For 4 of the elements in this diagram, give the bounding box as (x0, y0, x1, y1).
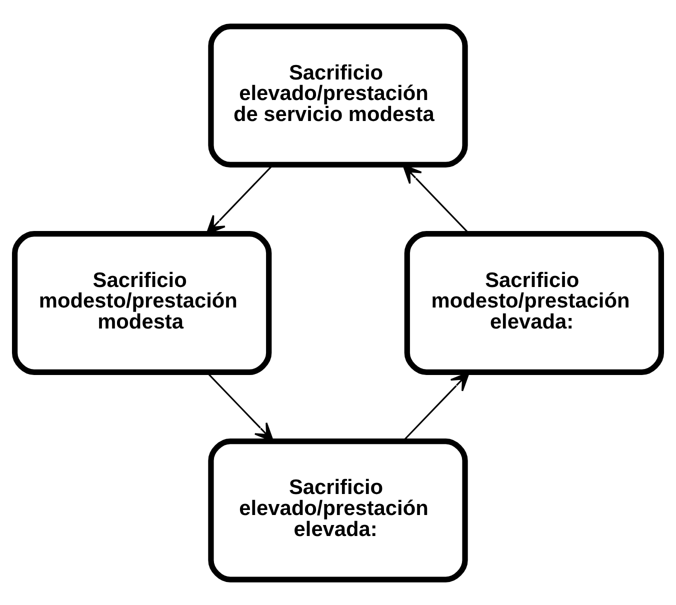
node-box: Sacrificio modesto/prestación modesta (12, 230, 272, 374)
node-box: Sacrificio elevado/prestación elevada: (208, 438, 468, 582)
node-box: Sacrificio elevado/prestación de servicio modesta (208, 23, 468, 168)
node-box: Sacrificio modesto/prestación elevada: (404, 230, 664, 374)
